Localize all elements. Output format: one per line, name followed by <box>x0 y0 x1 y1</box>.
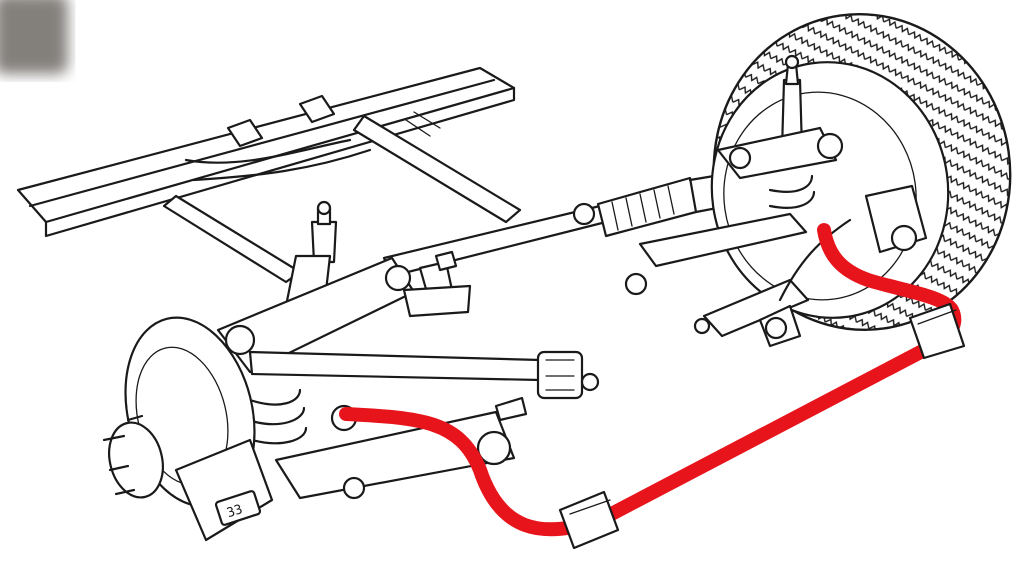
right-upper-control-arm <box>716 126 844 180</box>
caliper-marking: 33 <box>225 502 245 521</box>
steering-rack <box>382 204 608 298</box>
stabilizer-bar-bushing-clamp <box>558 302 966 550</box>
left-brake-caliper: 33 <box>174 438 274 542</box>
left-upper-control-arm <box>216 256 472 374</box>
right-lower-control-arm <box>624 184 928 348</box>
tension-rod-bushing <box>248 350 600 400</box>
left-wheel-hub <box>102 414 164 499</box>
corner-blur-patch <box>0 0 68 74</box>
subframe-crossmember <box>16 66 522 284</box>
